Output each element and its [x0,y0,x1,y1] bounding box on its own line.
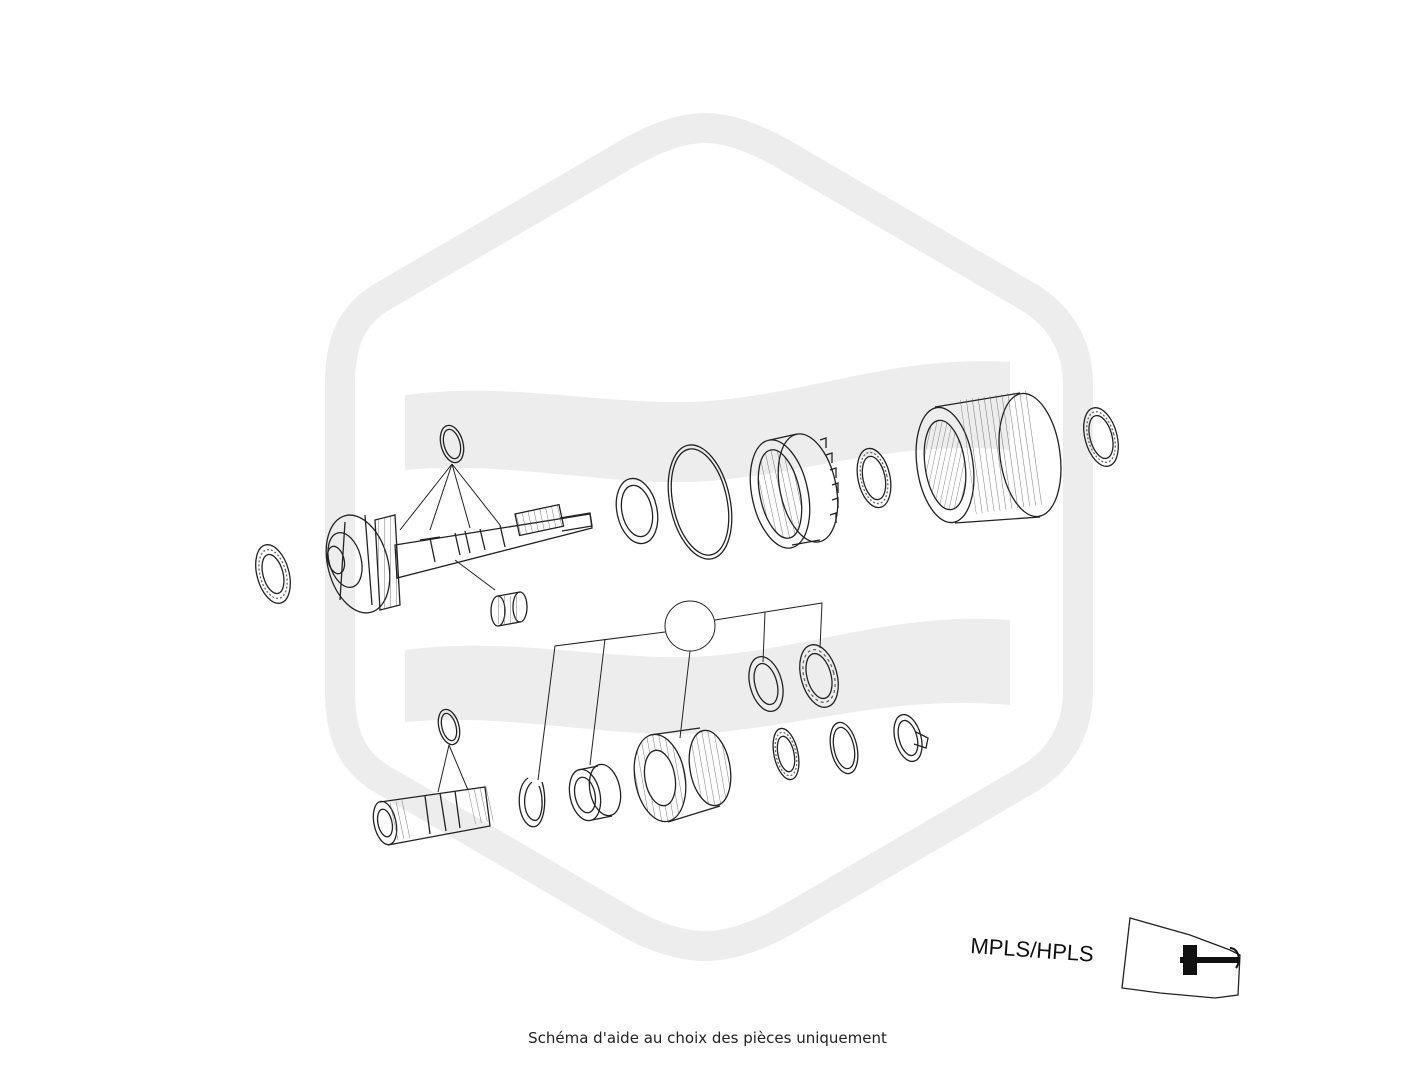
input-shaft [325,503,593,614]
model-label-text: MPLS/HPLS [970,933,1095,967]
snap-ring-top [439,424,465,464]
watermark-logo [325,112,1093,962]
needle-bearing-lower [772,727,800,781]
washer-lower [829,721,859,775]
clutch-drum [915,390,1062,524]
thrust-washer [615,477,659,545]
snap-ring-lower [437,708,461,746]
output-shaft [372,785,495,846]
transmission-outline-icon [1121,917,1241,999]
ball-bearing [799,644,839,708]
needle-bearing-mid [856,447,892,509]
diagram-caption: Schéma d'aide au choix des pièces unique… [528,1029,887,1047]
circlip [893,713,929,763]
open-snap-ring [518,777,546,828]
callout [537,600,823,781]
sun-gear [633,727,732,823]
needle-bearing-left [255,544,291,604]
large-snap-ring [667,444,733,560]
seal-ring [748,655,784,713]
model-label: MPLS/HPLS [970,917,1241,999]
thrust-bearing-right [1083,407,1119,467]
callout-circle [664,600,716,652]
upper-assembly [255,390,1119,627]
bushing [568,763,622,822]
lower-assembly [372,644,929,846]
needle-cage [454,559,528,627]
ring-gear [749,433,839,549]
transmission-shaft-icon [1180,957,1240,963]
